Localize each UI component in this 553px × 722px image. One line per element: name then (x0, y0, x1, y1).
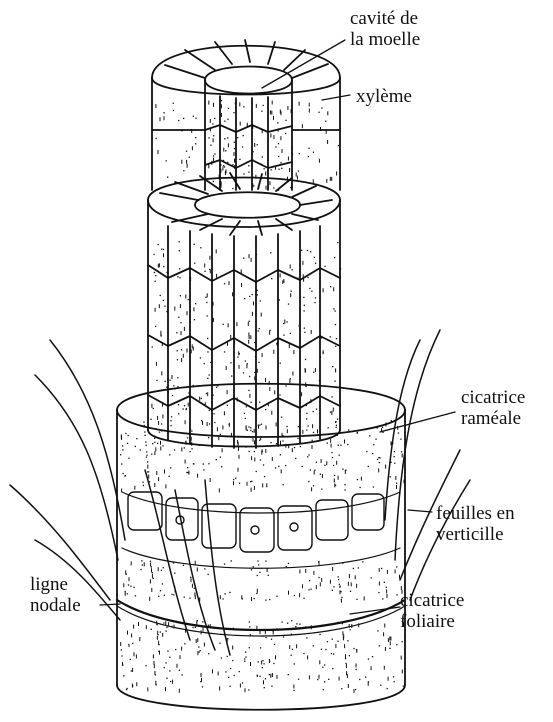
label-leaf-scar: cicatrice foliaire (400, 590, 464, 632)
inner-cylinder (152, 40, 340, 190)
label-nodal-line: ligne nodale (30, 574, 81, 616)
middle-cylinder (148, 173, 340, 448)
nodal-line (117, 600, 405, 630)
stipple-texture (120, 100, 406, 693)
label-whorled-leaves: feuilles en verticille (436, 503, 515, 545)
cortical-cells (128, 492, 384, 552)
label-branch-scar: cicatrice raméale (461, 387, 525, 429)
label-pith-cavity: cavité de la moelle (350, 8, 420, 50)
label-xylem: xylème (356, 86, 412, 107)
